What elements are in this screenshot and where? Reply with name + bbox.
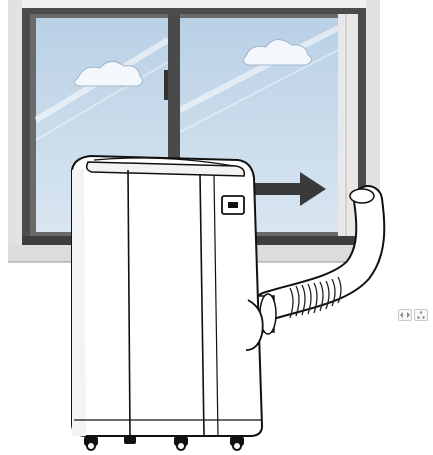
expand-arrows-icon[interactable] xyxy=(398,309,412,321)
share-icon[interactable] xyxy=(414,309,428,321)
air-conditioner-icon xyxy=(72,156,263,436)
image-toolbar xyxy=(398,309,428,321)
caster-wheel-icon xyxy=(84,436,244,450)
